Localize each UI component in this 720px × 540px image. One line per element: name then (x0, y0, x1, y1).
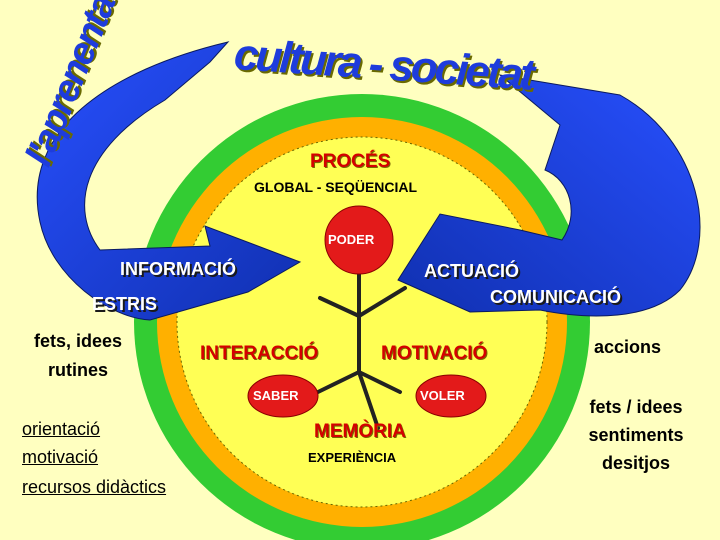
label-memoria: MEMÒRIA (314, 421, 406, 442)
label-interaccio: INTERACCIÓ (200, 343, 319, 364)
label-experiencia: EXPERIÈNCIA (308, 450, 397, 465)
right-text-line2: sentiments (588, 425, 684, 445)
right-arrow (397, 74, 701, 317)
inner-dashed-circle (176, 136, 548, 508)
left-text-line2: rutines (47, 360, 108, 380)
figure-arm-right (357, 286, 407, 318)
right-text-line3: desitjos (601, 453, 671, 473)
label-proces: PROCÉS (310, 151, 391, 172)
figure-leg-left (316, 370, 361, 394)
label-motivacio: MOTIVACIÓ (381, 343, 488, 364)
node-saber-label: SABER (253, 388, 299, 403)
node-voler (415, 374, 487, 418)
left-arrow (36, 41, 302, 321)
right-text-accions: accions (594, 337, 662, 357)
node-saber (247, 374, 319, 418)
arrow-label-estris: ESTRIS (92, 294, 158, 314)
figure-arm-left (318, 296, 361, 318)
figure-leg-down (357, 370, 380, 430)
node-poder-label: PODER (328, 232, 375, 247)
arrow-label-informacio: INFORMACIÓ (120, 259, 236, 279)
arrow-label-actuacio: ACTUACIÓ (424, 261, 519, 281)
right-text-line1: fets / idees (589, 397, 683, 417)
figure-leg-right (357, 370, 402, 394)
stick-figure (316, 268, 407, 430)
label-global-sequencial: GLOBAL - SEQÜENCIAL (254, 179, 418, 195)
left-list-motivacio: motivació (22, 447, 99, 467)
left-text-line1: fets, idees (33, 331, 123, 351)
left-list-orientacio: orientació (22, 419, 101, 439)
node-poder (324, 205, 394, 275)
arrow-label-comunicacio: COMUNICACIÓ (490, 287, 621, 307)
left-list-recursos: recursos didàctics (22, 477, 167, 497)
node-voler-label: VOLER (420, 388, 465, 403)
